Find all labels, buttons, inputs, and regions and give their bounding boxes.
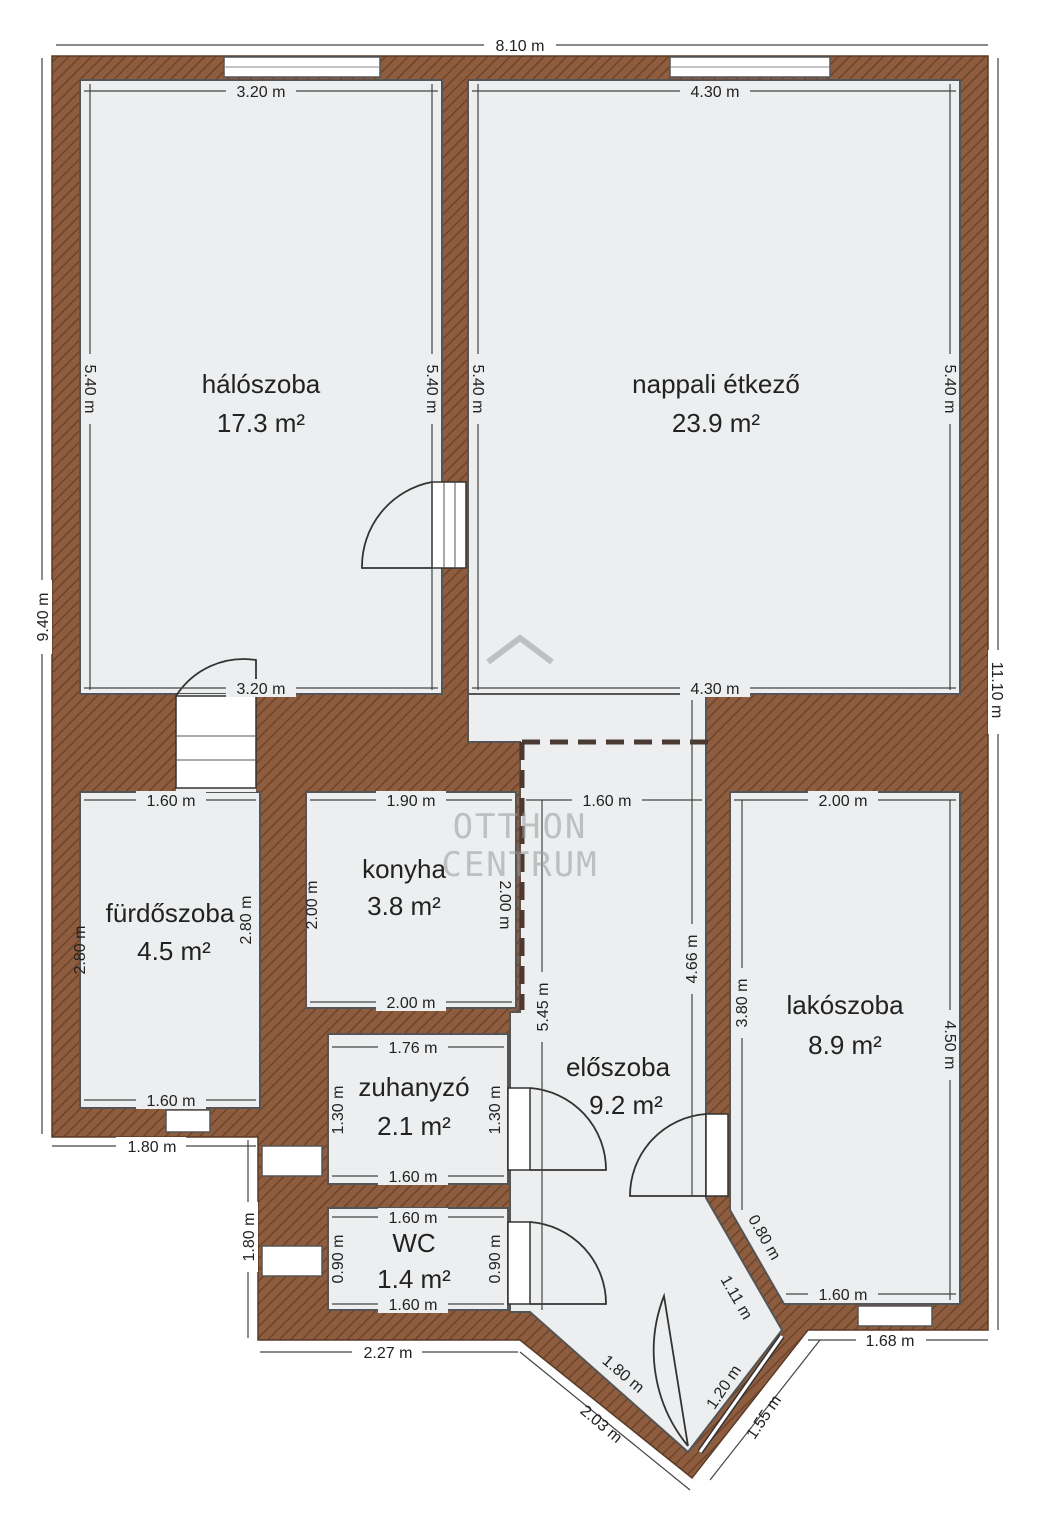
door-halo xyxy=(361,481,433,569)
dim-lako-right: 4.50 m xyxy=(941,1021,958,1070)
dim-eloszoba-left: 5.45 m xyxy=(535,983,552,1032)
dim-wc-bottom: 1.60 m xyxy=(389,1297,438,1314)
label-halo-area: 17.3 m² xyxy=(217,408,305,438)
label-nappali-name: nappali étkező xyxy=(632,369,800,399)
label-konyha-name: konyha xyxy=(362,854,446,884)
windows xyxy=(165,56,933,1327)
dim-exterior-bottom-mid: 2.27 m xyxy=(364,1345,413,1362)
dim-eloszoba-top: 1.60 m xyxy=(583,793,632,810)
dim-eloszoba-right: 4.66 m xyxy=(684,935,701,984)
dim-overall-width: 8.10 m xyxy=(496,38,545,55)
dim-overall-height-left: 9.40 m xyxy=(35,593,52,642)
dim-wc-top: 1.60 m xyxy=(389,1210,438,1227)
label-zuhany-name: zuhanyzó xyxy=(358,1072,469,1102)
door-corridor xyxy=(175,658,257,697)
logo-text-line1: OTTHON xyxy=(453,807,588,847)
label-halo-name: hálószoba xyxy=(202,369,321,399)
label-furdo-area: 4.5 m² xyxy=(137,936,211,966)
dim-lako-bottom: 1.60 m xyxy=(819,1287,868,1304)
dim-exterior-bottom-left: 1.80 m xyxy=(128,1139,177,1156)
label-lako-area: 8.9 m² xyxy=(808,1030,882,1060)
dim-furdo-left: 2.80 m xyxy=(72,926,89,975)
room-zuhany xyxy=(327,1033,509,1185)
dim-nappali-top: 4.30 m xyxy=(691,84,740,101)
dim-nappali-bottom: 4.30 m xyxy=(691,681,740,698)
dim-zuhany-top: 1.76 m xyxy=(389,1040,438,1057)
label-zuhany-area: 2.1 m² xyxy=(377,1111,451,1141)
dim-furdo-bottom: 1.60 m xyxy=(147,1093,196,1110)
window-lako xyxy=(857,1305,933,1327)
dashed-boundary xyxy=(519,739,712,1010)
logo-watermark: OTTHON CENTRUM xyxy=(441,634,598,885)
label-nappali-area: 23.9 m² xyxy=(672,408,760,438)
dim-wc-left: 0.90 m xyxy=(330,1235,347,1284)
window-side-upper xyxy=(261,1145,323,1177)
dim-wc-right: 0.90 m xyxy=(487,1235,504,1284)
dim-nappali-right: 5.40 m xyxy=(941,365,958,414)
room-konyha xyxy=(305,791,517,1009)
dim-halo-right: 5.40 m xyxy=(423,365,440,414)
dim-zuhany-bottom: 1.60 m xyxy=(389,1169,438,1186)
dim-exterior-left-lower: 1.80 m xyxy=(241,1213,258,1262)
dim-furdo-top: 1.60 m xyxy=(147,793,196,810)
dim-konyha-right: 2.00 m xyxy=(496,881,513,930)
dim-lako-left: 3.80 m xyxy=(734,979,751,1028)
doors xyxy=(175,481,785,1454)
room-lako xyxy=(729,791,961,1305)
dim-furdo-right: 2.80 m xyxy=(238,896,255,945)
rooms xyxy=(79,79,961,1454)
room-halo xyxy=(79,79,443,695)
door-wc xyxy=(529,1221,607,1305)
dim-konyha-left: 2.00 m xyxy=(304,881,321,930)
dim-konyha-bottom: 2.00 m xyxy=(387,995,436,1012)
label-lako-name: lakószoba xyxy=(786,990,904,1020)
dim-exterior-bottom-right: 1.68 m xyxy=(866,1333,915,1350)
label-wc-name: WC xyxy=(392,1228,435,1258)
window-furdo xyxy=(165,1109,211,1133)
logo-roof-icon xyxy=(486,634,554,665)
door-zuhany xyxy=(529,1087,607,1171)
window-side-lower xyxy=(261,1245,323,1277)
dim-nappali-left: 5.40 m xyxy=(469,365,486,414)
label-eloszoba-name: előszoba xyxy=(566,1052,671,1082)
label-furdo-name: fürdőszoba xyxy=(106,898,235,928)
label-wc-area: 1.4 m² xyxy=(377,1264,451,1294)
dim-halo-top: 3.20 m xyxy=(237,84,286,101)
room-labels: hálószoba 17.3 m² nappali étkező 23.9 m²… xyxy=(106,369,904,1294)
door-entrance xyxy=(652,1292,689,1447)
dim-overall-height-right: 11.10 m xyxy=(988,662,1005,719)
dim-halo-bottom: 3.20 m xyxy=(237,681,286,698)
label-eloszoba-area: 9.2 m² xyxy=(589,1090,663,1120)
door-lako xyxy=(629,1113,707,1197)
dim-halo-left: 5.40 m xyxy=(81,365,98,414)
dim-zuhany-right: 1.30 m xyxy=(487,1086,504,1135)
logo-text-line2: CENTRUM xyxy=(441,845,598,885)
label-konyha-area: 3.8 m² xyxy=(367,891,441,921)
dim-konyha-top: 1.90 m xyxy=(387,793,436,810)
dim-zuhany-left: 1.30 m xyxy=(330,1086,347,1135)
room-furdo xyxy=(79,791,261,1109)
dim-lako-top: 2.00 m xyxy=(819,793,868,810)
